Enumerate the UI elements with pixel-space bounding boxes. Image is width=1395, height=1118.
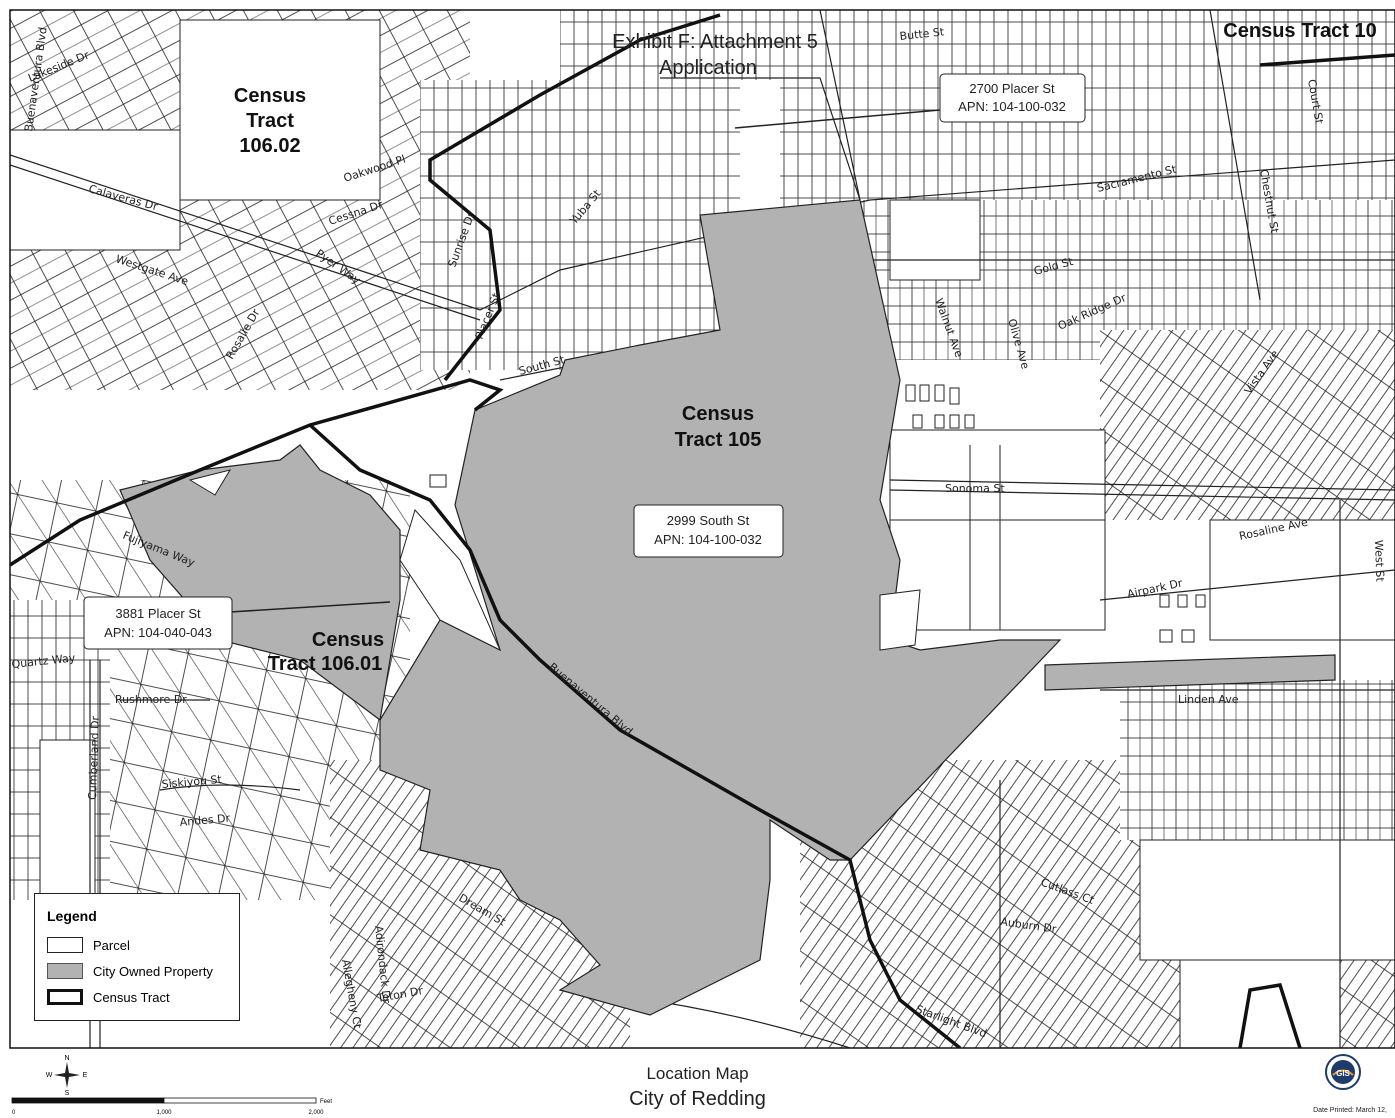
redding-gis-logo-icon: GIS [1325, 1054, 1361, 1090]
scale-tick-0: 0 [12, 1110, 16, 1116]
compass-n: N [64, 1055, 69, 1062]
logo-text: GIS [1336, 1069, 1350, 1078]
compass-e: E [83, 1072, 88, 1079]
callout-2700-placer-apn: APN: 104-100-032 [958, 99, 1066, 114]
city-owned-swatch [47, 963, 83, 979]
callout-3881-placer-address: 3881 Placer St [115, 606, 201, 621]
parcel-swatch [47, 937, 83, 953]
tract-106-02-label-3: 106.02 [239, 135, 300, 157]
scale-tick-1000: 1,000 [156, 1110, 172, 1116]
tract-106-02-label-1: Census [234, 85, 306, 107]
scale-bar: 0 1,000 2,000 Feet [11, 1097, 332, 1116]
compass-w: W [46, 1072, 53, 1079]
street-label-cumberland: Cumberland Dr [86, 715, 102, 800]
tract-106-01-label-2: Tract 106.01 [268, 653, 383, 675]
census-tract-boundaries [10, 13, 1395, 1048]
callout-2700-placer[interactable]: 2700 Placer St APN: 104-100-032 [734, 73, 1086, 129]
parcel-fabric [10, 10, 1395, 1048]
tract-106-02-label-2: Tract [246, 110, 294, 132]
date-printed: Date Printed: March 12, [1313, 1107, 1387, 1114]
callout-3881-placer[interactable]: 3881 Placer St APN: 104-040-043 [83, 596, 391, 650]
tract-106-01-label-1: Census [312, 629, 384, 651]
exhibit-title: Exhibit F: Attachment 5 [612, 31, 818, 53]
callout-2700-placer-address: 2700 Placer St [969, 81, 1055, 96]
exhibit-subtitle: Application [659, 57, 757, 79]
callout-2999-south-apn: APN: 104-100-032 [654, 532, 762, 547]
city-name: City of Redding [629, 1088, 766, 1110]
scale-tick-2000: 2,000 [308, 1110, 324, 1116]
street-label-andes: Andes Dr [179, 812, 231, 829]
street-label-sonoma: Sonoma St [945, 482, 1005, 495]
tract-105-label-1: Census [682, 403, 754, 425]
street-label-siskiyou: Siskiyou St [161, 773, 223, 791]
callout-3881-placer-apn: APN: 104-040-043 [104, 625, 212, 640]
census-tract-labels: Census Tract 106.02 Census Tract 105 Cen… [234, 20, 1377, 675]
tract-10x-label: Census Tract 10 [1223, 20, 1376, 42]
street-label-west: West St [1372, 540, 1386, 583]
legend-label-city-owned: City Owned Property [93, 963, 213, 979]
street-label-rushmore: Rushmore Dr [115, 693, 187, 706]
callout-2999-south[interactable]: 2999 South St APN: 104-100-032 [633, 504, 784, 558]
building-footprints [905, 384, 1206, 643]
map-title: Location Map [646, 1064, 749, 1083]
scale-unit: Feet [320, 1099, 332, 1105]
callout-2999-south-address: 2999 South St [667, 513, 750, 528]
legend-label-census-tract: Census Tract [93, 989, 170, 1005]
map-frame [9, 9, 1395, 1049]
non-city-parcels [188, 469, 921, 652]
legend-item-parcel: Parcel [47, 936, 130, 954]
legend-label-parcel: Parcel [93, 937, 130, 953]
north-arrow-icon: N S W E [46, 1055, 88, 1096]
legend-item-city-owned: City Owned Property [47, 962, 213, 980]
map-body: Census Tract 106.02 Census Tract 105 Cen… [10, 10, 1395, 1048]
street-label-butte: Butte St [899, 25, 946, 43]
legend: Legend Parcel City Owned Property Census… [34, 893, 240, 1021]
legend-title: Legend [47, 908, 97, 924]
street-label-linden: Linden Ave [1178, 693, 1239, 706]
legend-item-census-tract: Census Tract [47, 988, 170, 1006]
tract-105-label-2: Tract 105 [675, 429, 762, 451]
compass-s: S [65, 1090, 70, 1096]
census-tract-swatch [47, 989, 83, 1005]
